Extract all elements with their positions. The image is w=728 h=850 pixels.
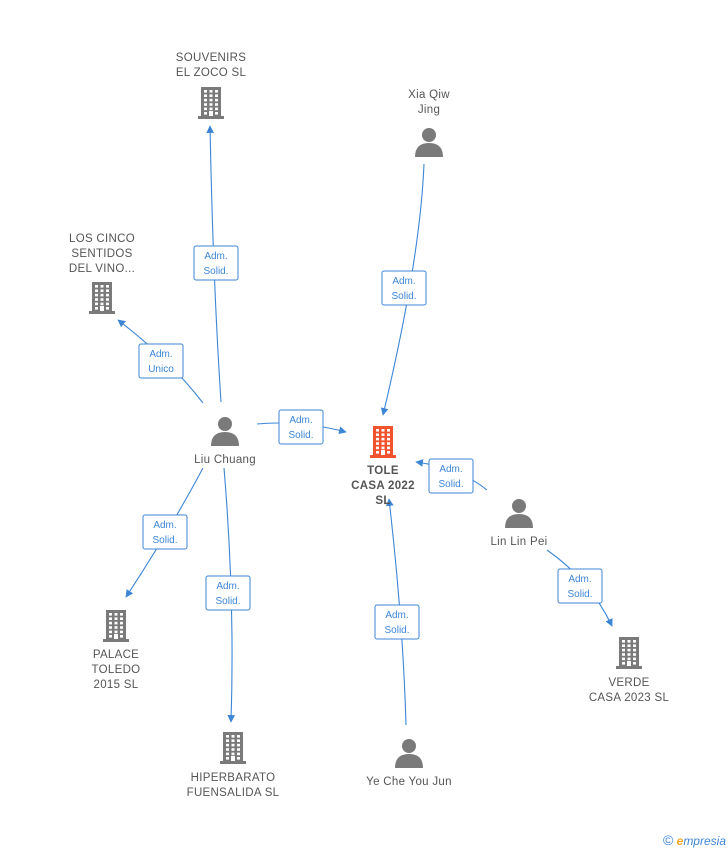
node-linlin[interactable]: Lin Lin Pei xyxy=(490,499,547,548)
edge-label-text: Solid. xyxy=(391,291,416,302)
node-liu[interactable]: Liu Chuang xyxy=(194,417,256,466)
copyright-icon: © xyxy=(662,832,674,848)
node-label: PALACE xyxy=(93,649,139,661)
edge-label-xia-to-tole[interactable]: Adm. Solid. xyxy=(381,270,427,306)
edge-label-text: Adm. xyxy=(153,520,176,531)
edge-label-yeche-to-tole[interactable]: Adm. Solid. xyxy=(374,604,420,640)
edge-labels-layer: Adm.Solid.Adm.UnicoAdm.Solid.Adm.Solid.A… xyxy=(138,245,603,640)
edge-label-linlin-to-verde[interactable]: Adm. Solid. xyxy=(557,568,603,604)
node-yeche[interactable]: Ye Che You Jun xyxy=(366,739,452,788)
person-icon xyxy=(505,499,533,528)
edge-label-text: Adm. xyxy=(204,251,227,262)
node-label: SENTIDOS xyxy=(71,248,132,260)
edge-label-liu-to-hiperbarato[interactable]: Adm. Solid. xyxy=(205,575,251,611)
edge-label-text: Adm. xyxy=(439,464,462,475)
node-label: EL ZOCO SL xyxy=(176,67,247,79)
node-label: LOS CINCO xyxy=(69,233,135,245)
node-label: SL xyxy=(375,495,390,507)
node-label: TOLEDO xyxy=(92,664,141,676)
node-label: Lin Lin Pei xyxy=(490,536,547,548)
person-icon xyxy=(395,739,423,768)
edge-label-text: Adm. xyxy=(392,276,415,287)
edge-label-text: Adm. xyxy=(289,415,312,426)
node-label: Ye Che You Jun xyxy=(366,776,452,788)
node-label: Xia Qiw xyxy=(408,89,450,101)
node-label: CASA 2022 xyxy=(351,480,415,492)
node-souvenirs[interactable]: SOUVENIRS EL ZOCO SL xyxy=(176,52,247,119)
edge-label-liu-to-loscinco[interactable]: Adm. Unico xyxy=(138,343,184,379)
node-label: FUENSALIDA SL xyxy=(187,787,280,799)
edge-label-linlin-to-tole[interactable]: Adm. Solid. xyxy=(428,458,474,494)
node-label: Liu Chuang xyxy=(194,454,256,466)
edge-label-text: Adm. xyxy=(149,349,172,360)
edge-label-text: Solid. xyxy=(152,535,177,546)
building-icon-focus xyxy=(370,426,396,458)
edge-label-liu-to-palace[interactable]: Adm. Solid. xyxy=(142,514,188,550)
node-label: 2015 SL xyxy=(94,679,139,691)
node-hiperbarato[interactable]: HIPERBARATO FUENSALIDA SL xyxy=(187,732,280,799)
edge-label-text: Solid. xyxy=(567,589,592,600)
edge-label-text: Unico xyxy=(148,364,174,375)
node-label: SOUVENIRS xyxy=(176,52,246,64)
brand-logo: empresia xyxy=(676,834,726,848)
node-palace[interactable]: PALACE TOLEDO 2015 SL xyxy=(92,610,141,691)
node-verde[interactable]: VERDE CASA 2023 SL xyxy=(589,637,670,704)
person-icon xyxy=(415,128,443,157)
node-label: HIPERBARATO xyxy=(191,772,276,784)
building-icon xyxy=(89,282,115,314)
edge-label-liu-to-tole[interactable]: Adm. Solid. xyxy=(278,409,324,445)
edge-label-text: Solid. xyxy=(288,430,313,441)
edges-layer xyxy=(117,125,613,726)
edge-label-text: Solid. xyxy=(215,596,240,607)
footer-brand[interactable]: © empresia xyxy=(663,832,726,848)
node-label: CASA 2023 SL xyxy=(589,692,670,704)
building-icon xyxy=(103,610,129,642)
building-icon xyxy=(616,637,642,669)
edge-label-text: Adm. xyxy=(216,581,239,592)
node-label: DEL VINO... xyxy=(69,263,135,275)
edge-label-text: Adm. xyxy=(385,610,408,621)
edge-label-text: Solid. xyxy=(438,479,463,490)
node-label: VERDE xyxy=(608,677,649,689)
edge-label-text: Adm. xyxy=(568,574,591,585)
node-label: TOLE xyxy=(367,465,399,477)
edge-label-text: Solid. xyxy=(384,625,409,636)
person-icon xyxy=(211,417,239,446)
node-label: Jing xyxy=(418,104,440,116)
edge-label-liu-to-souvenirs[interactable]: Adm. Solid. xyxy=(193,245,239,281)
building-icon xyxy=(198,87,224,119)
edge-label-text: Solid. xyxy=(203,266,228,277)
node-loscinco[interactable]: LOS CINCO SENTIDOS DEL VINO... xyxy=(69,233,135,314)
building-icon xyxy=(220,732,246,764)
